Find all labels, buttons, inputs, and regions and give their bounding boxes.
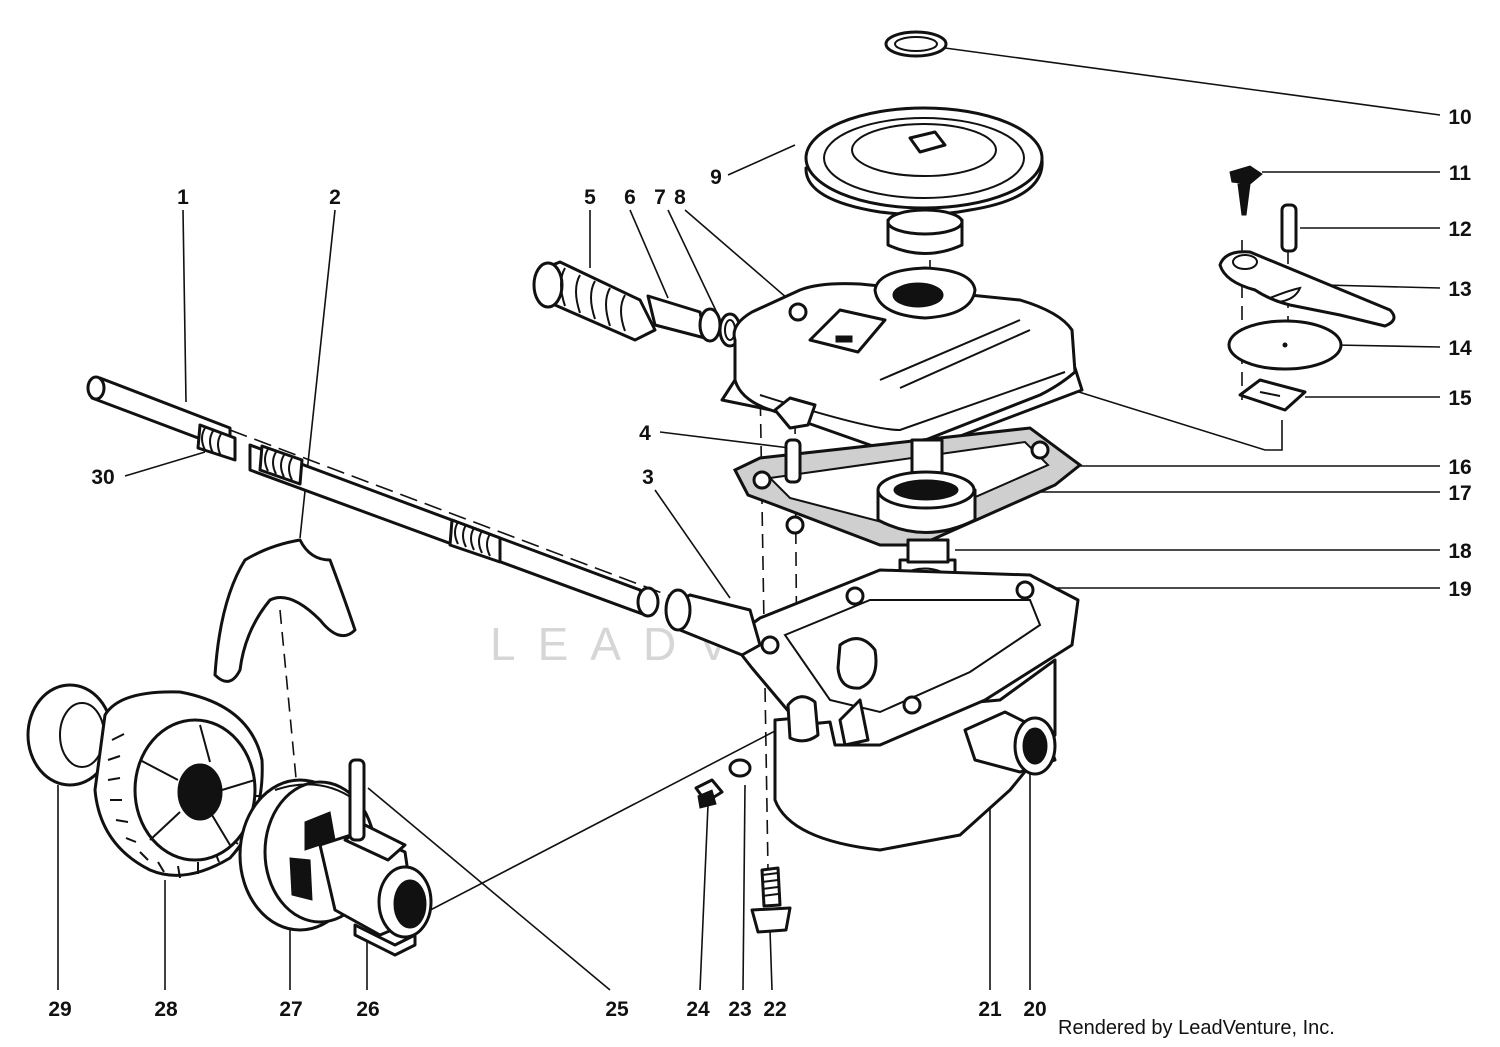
callout-28: 28 [154, 998, 178, 1021]
callout-numbers: 1 2 3 4 5 6 7 8 9 10 11 12 13 14 15 16 1… [48, 106, 1472, 1021]
credit-text: Rendered by LeadVenture, Inc. [1058, 1017, 1335, 1039]
callout-2: 2 [329, 186, 341, 209]
callout-29: 29 [48, 998, 71, 1021]
callout-3: 3 [642, 466, 654, 489]
callout-19: 19 [1448, 578, 1471, 601]
callout-30: 30 [91, 466, 114, 489]
callout-6: 6 [624, 186, 636, 209]
callout-25: 25 [605, 998, 629, 1021]
callout-21: 21 [978, 998, 1002, 1021]
callout-10: 10 [1448, 106, 1471, 129]
callout-8: 8 [674, 186, 686, 209]
clutch-collar [238, 778, 377, 932]
clutch-dog-and-pin [318, 758, 433, 957]
pulley [804, 106, 1044, 255]
shift-lever-parts [1218, 165, 1396, 412]
differential-gear [93, 690, 264, 879]
callout-18: 18 [1448, 540, 1472, 563]
callout-27: 27 [279, 998, 302, 1021]
callout-9: 9 [710, 166, 722, 189]
thrust-washer [26, 683, 114, 787]
callout-11: 11 [1449, 162, 1472, 185]
callout-1: 1 [177, 186, 189, 209]
input-shaft-assembly [532, 260, 742, 348]
fasteners [694, 758, 792, 934]
callout-7: 7 [654, 186, 666, 209]
callout-14: 14 [1448, 337, 1472, 360]
callout-17: 17 [1448, 482, 1471, 505]
callout-22: 22 [763, 998, 786, 1021]
callout-26: 26 [356, 998, 379, 1021]
callout-15: 15 [1448, 387, 1472, 410]
callout-5: 5 [584, 186, 596, 209]
axle-shaft [86, 375, 660, 618]
callout-23: 23 [728, 998, 751, 1021]
transmission-housing [664, 568, 1080, 852]
callout-13: 13 [1448, 278, 1471, 301]
callout-16: 16 [1448, 456, 1471, 479]
callout-12: 12 [1448, 218, 1471, 241]
callout-24: 24 [686, 998, 710, 1021]
shift-fork [213, 538, 357, 683]
callout-4: 4 [639, 422, 651, 445]
snap-ring [884, 30, 948, 58]
callout-20: 20 [1023, 998, 1046, 1021]
transmission-cover [720, 266, 1084, 457]
dowel-pin [784, 438, 802, 484]
